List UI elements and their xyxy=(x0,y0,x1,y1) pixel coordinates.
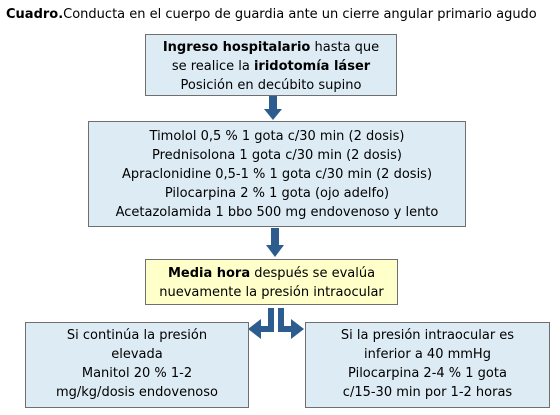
box5-line: Si la presión intraocular es xyxy=(340,328,515,343)
box1-line-3: Posición en decúbito supino xyxy=(180,78,362,93)
arrow-down-1-head xyxy=(264,109,282,120)
arrow-down-2-head xyxy=(266,245,284,257)
box4-line: mg/kg/dosis endovenoso xyxy=(55,385,218,400)
medication-line: Acetazolamida 1 bbo 500 mg endovenoso y … xyxy=(115,205,439,220)
split-arrow-right-stem xyxy=(278,308,284,332)
arrow-down-2 xyxy=(266,228,284,257)
split-arrow xyxy=(248,308,304,339)
box1-pre-2: se realice la xyxy=(171,59,254,74)
box-hospital-admission: Ingreso hospitalario hasta que se realic… xyxy=(145,34,397,96)
box5-line: inferior a 40 mmHg xyxy=(364,347,491,362)
medication-line: Prednisolona 1 gota c/30 min (2 dosis) xyxy=(152,148,402,163)
box-high-pressure: Si continúa la presión elevada Manitol 2… xyxy=(25,322,249,408)
split-arrow-left-stem xyxy=(268,308,274,332)
title-text: Conducta en el cuerpo de guardia ante un… xyxy=(63,7,537,22)
split-arrow-left-bar xyxy=(260,326,274,332)
box1-line-2: se realice la iridotomía láser xyxy=(146,57,396,76)
box4-line: Si continúa la presión xyxy=(66,328,208,343)
box3-line-1: Media hora después se evalúa xyxy=(146,264,397,283)
arrow-down-1-shaft xyxy=(269,96,277,110)
medication-line: Timolol 0,5 % 1 gota c/30 min (2 dosis) xyxy=(149,129,405,144)
box5-line: c/15-30 min por 1-2 horas xyxy=(342,385,513,400)
arrow-down-1 xyxy=(264,96,282,120)
box-reassessment: Media hora después se evalúa nuevamente … xyxy=(145,259,398,305)
arrow-down-2-shaft xyxy=(271,228,279,246)
box-medications: Timolol 0,5 % 1 gota c/30 min (2 dosis) … xyxy=(88,121,466,227)
box5-line: Pilocarpina 2-4 % 1 gota xyxy=(348,366,507,381)
box3-bold: Media hora xyxy=(167,266,251,281)
box1-bold-1: Ingreso hospitalario xyxy=(162,40,311,55)
split-arrow-right-head xyxy=(291,319,304,339)
box1-line-1: Ingreso hospitalario hasta que xyxy=(146,38,396,57)
box1-bold-2: iridotomía láser xyxy=(253,59,371,74)
box3-rest: después se evalúa xyxy=(250,266,376,281)
box4-line: elevada xyxy=(111,347,163,362)
box1-rest-1: hasta que xyxy=(310,40,380,55)
split-arrow-right-bar xyxy=(278,326,292,332)
box4-line: Manitol 20 % 1-2 xyxy=(81,366,193,381)
medication-line: Pilocarpina 2 % 1 gota (ojo adelfo) xyxy=(164,186,390,201)
box-low-pressure: Si la presión intraocular es inferior a … xyxy=(305,322,550,408)
figure-title: Cuadro.Conducta en el cuerpo de guardia … xyxy=(6,7,537,22)
box3-line-2: nuevamente la presión intraocular xyxy=(159,285,384,300)
split-arrow-left-head xyxy=(248,319,261,339)
title-bold: Cuadro. xyxy=(6,7,64,22)
medication-line: Apraclonidine 0,5-1 % 1 gota c/30 min (2… xyxy=(121,167,433,182)
